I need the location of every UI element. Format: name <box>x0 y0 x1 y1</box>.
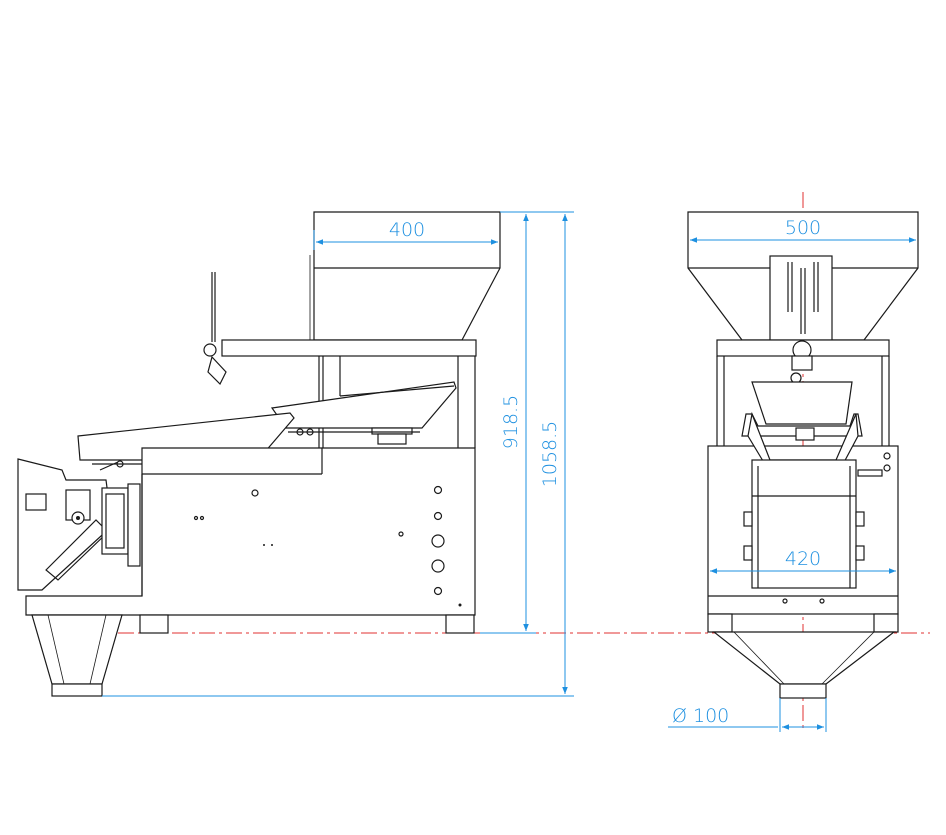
dimension-400: 400 <box>313 219 498 250</box>
dimension-label-diameter-100: Ø 100 <box>672 705 729 727</box>
front-foot-left <box>707 613 733 633</box>
sensor-mount <box>203 343 217 357</box>
dimension-label-420: 420 <box>785 548 821 570</box>
dimension-420: 420 <box>710 548 896 574</box>
dimension-1058-5: 1058.5 <box>102 211 574 697</box>
front-view <box>687 211 919 699</box>
front-feed-chute <box>751 381 853 425</box>
dimension-500: 500 <box>690 217 916 243</box>
dimension-label-918-5: 918.5 <box>500 395 522 449</box>
dimension-label-400: 400 <box>389 219 425 241</box>
upper-vibratory-tray <box>270 381 457 429</box>
dimension-label-1058-5: 1058.5 <box>539 421 561 487</box>
front-bucket-body <box>751 459 857 589</box>
side-discharge-funnel <box>31 614 123 685</box>
upper-frame-beam <box>221 339 477 357</box>
front-foot-right <box>873 613 899 633</box>
sensor-head <box>207 355 227 386</box>
side-foot-left <box>139 614 169 634</box>
side-view <box>17 211 501 697</box>
dimension-diameter-100: Ø 100 <box>668 698 827 732</box>
side-foot-right <box>445 614 475 634</box>
dimension-label-500: 500 <box>785 217 821 239</box>
dimension-918-5: 918.5 <box>480 211 536 634</box>
side-weigh-bucket <box>17 458 113 591</box>
